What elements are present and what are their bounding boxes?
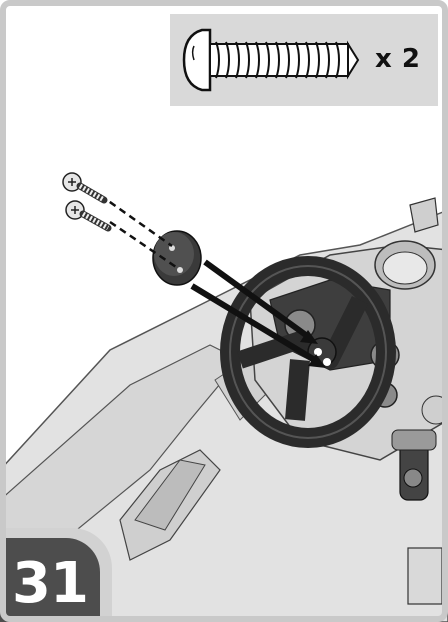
parts-quantity: x 2 <box>375 44 420 74</box>
step-number: 31 <box>0 546 100 622</box>
screw-icon <box>180 26 360 94</box>
parts-callout: x 2 <box>170 14 438 106</box>
